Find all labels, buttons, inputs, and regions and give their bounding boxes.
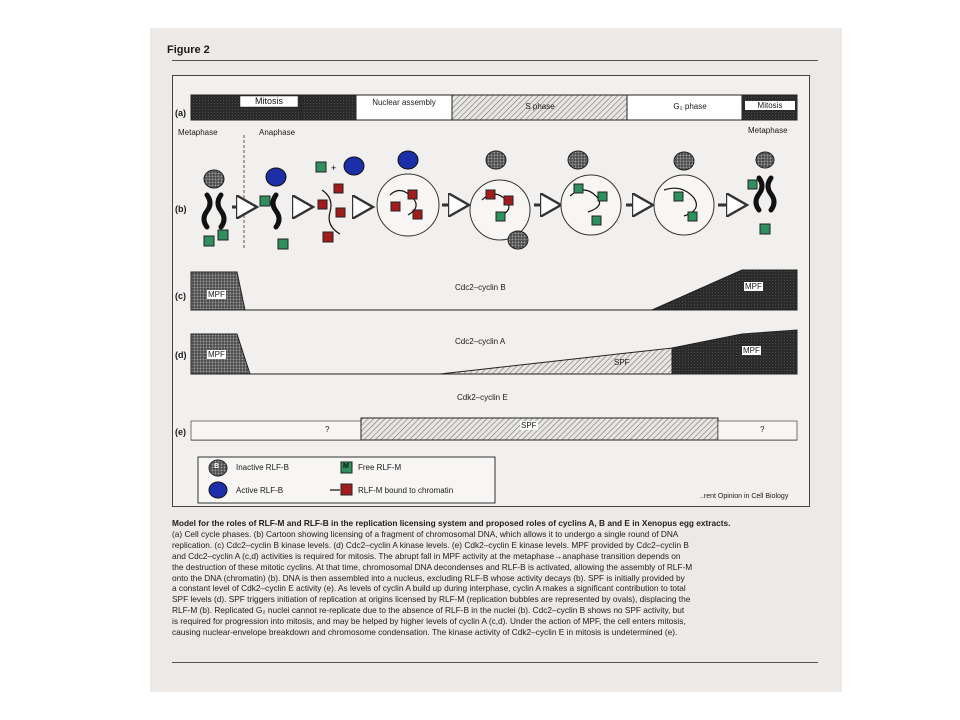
caption-line: causing nuclear-envelope breakdown and c… [172,627,678,638]
legend-glyph-b: B [214,463,220,470]
caption-line: onto the DNA (chromatin) (b). DNA is the… [172,572,685,583]
spf-label-d: SPF [614,358,630,367]
caption-line: RLF-M (b). Replicated G₂ nuclei cannot r… [172,605,685,616]
metaphase-right-label: Metaphase [748,126,788,135]
spf-label-e: SPF [520,421,538,430]
cdc2-cyclinB-title: Cdc2–cyclin B [455,283,506,292]
cdc2-cyclinA-title: Cdc2–cyclin A [455,337,506,346]
panel-c-label: (c) [175,291,186,301]
phase-mitosis-left: Mitosis [254,96,283,106]
panel-a-label: (a) [175,108,186,118]
caption-line: SPF levels (d). SPF triggers initiation … [172,594,691,605]
licensing-cartoon: + [201,150,777,250]
caption-line: a constant level of Cdk2–cyclin E activi… [172,583,686,594]
top-rule [172,60,818,61]
panel-e-label: (e) [175,427,186,437]
cdk2-cyclinE-plot [190,417,798,441]
phase-bar [190,94,798,121]
bottom-rule [172,662,818,663]
anaphase-label: Anaphase [259,128,296,137]
mpf-left-c: MPF [207,290,226,299]
unknown-left-e: ? [325,425,330,434]
unknown-right-e: ? [760,425,765,434]
legend-active-rlfb: Active RLF-B [236,486,284,495]
svg-text:+: + [331,163,336,173]
phase-nuclear-assembly: Nuclear assembly [372,98,436,107]
metaphase-left-label: Metaphase [178,128,218,137]
panel-b-label: (b) [175,204,187,214]
caption-line: and Cdc2–cyclin A (c,d) activities is re… [172,550,681,561]
mpf-left-d: MPF [207,350,226,359]
figure-caption: Model for the roles of RLF-M and RLF-B i… [172,518,817,638]
caption-line: the destruction of these mitotic cyclins… [172,561,693,572]
phase-s: S phase [525,102,555,111]
legend-box [197,456,496,504]
figure-credit: ..rent Opinion in Cell Biology [700,493,789,500]
caption-line: (a) Cell cycle phases. (b) Cartoon showi… [172,528,679,539]
figure-title: Figure 2 [167,44,210,56]
mpf-right-d: MPF [742,346,761,355]
phase-mitosis-right: Mitosis [745,101,795,110]
panel-d-label: (d) [175,350,187,360]
mpf-right-c: MPF [744,282,763,291]
legend-free-rlfm: Free RLF-M [358,463,402,472]
caption-line: is required for progression into mitosis… [172,616,686,627]
caption-line: Model for the roles of RLF-M and RLF-B i… [172,518,731,528]
cdk2-cyclinE-title: Cdk2–cyclin E [457,393,508,402]
phase-g2: G₂ phase [673,102,707,111]
legend-glyph-m: M [343,463,349,470]
legend-inactive-rlfb: Inactive RLF-B [236,463,289,472]
legend-bound-rlfm: RLF-M bound to chromatin [358,486,454,495]
caption-line: replication. (c) Cdc2–cyclin B kinase le… [172,539,689,550]
